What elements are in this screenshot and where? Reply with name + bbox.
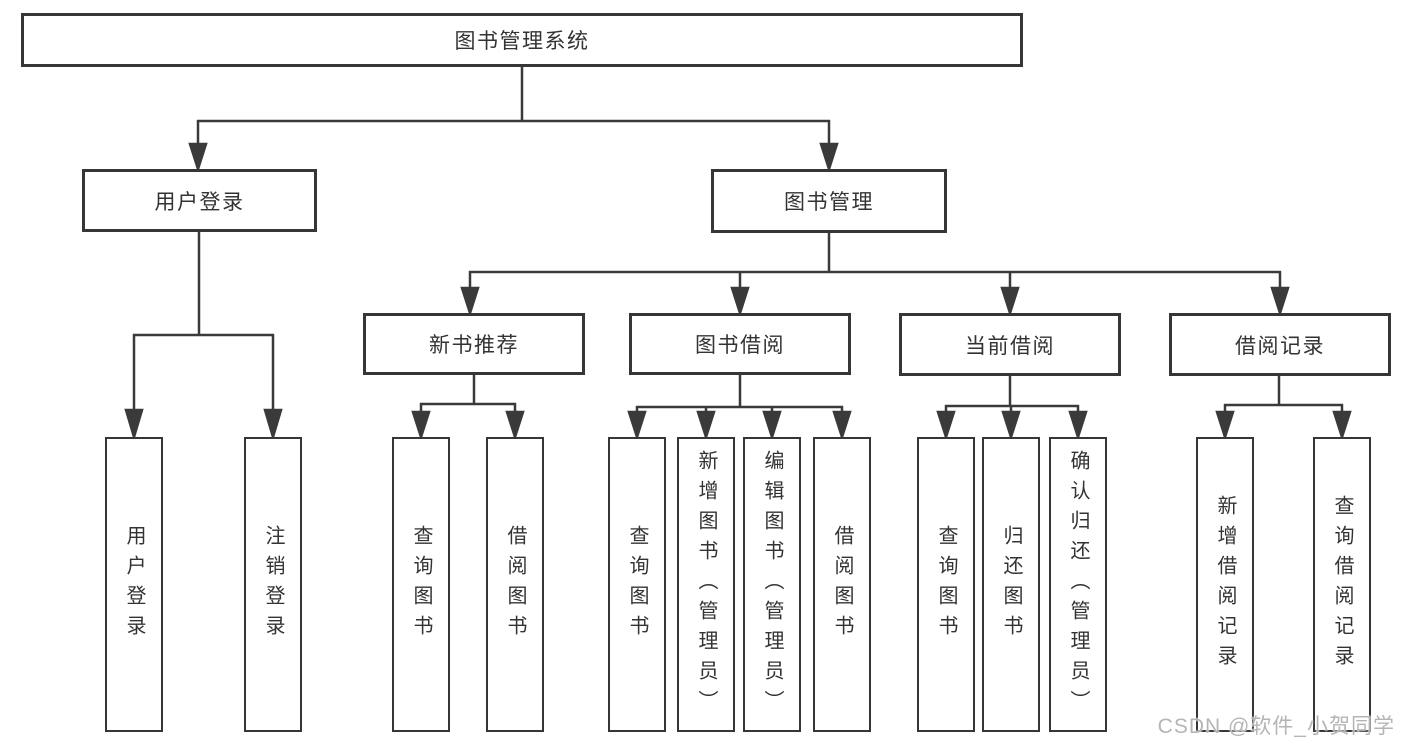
node-leaf-query-borrow-record: 查询借阅记录 [1313, 437, 1371, 732]
node-label: 注销登录 [262, 524, 284, 645]
node-leaf-logout: 注销登录 [244, 437, 302, 732]
node-label: 借阅图书 [831, 524, 853, 645]
node-label: 查询借阅记录 [1331, 494, 1353, 675]
connector-new-book-recommend-to-leaves [411, 375, 525, 442]
arrow-down-icon [1001, 410, 1021, 442]
node-label: 新书推荐 [429, 334, 519, 357]
csdn-watermark: CSDN @软件_小贺同学 [1157, 715, 1395, 738]
node-label: 确认归还（管理员） [1067, 449, 1089, 720]
node-label: 图书管理 [784, 191, 874, 214]
node-leaf-query-books-borrowing: 查询图书 [608, 437, 666, 732]
node-new-book-recommend: 新书推荐 [363, 313, 585, 375]
connector-borrowing-records-to-leaves [1215, 376, 1352, 442]
node-label: 归还图书 [1000, 524, 1022, 645]
node-leaf-user-login: 用户登录 [105, 437, 163, 732]
arrow-down-icon [832, 410, 852, 442]
node-leaf-edit-books-admin: 编辑图书（管理员） [743, 437, 801, 732]
node-leaf-confirm-return-admin: 确认归还（管理员） [1049, 437, 1107, 732]
node-leaf-borrow-books-recommend: 借阅图书 [486, 437, 544, 732]
node-leaf-add-books-admin: 新增图书（管理员） [677, 437, 735, 732]
node-label: 查询图书 [410, 524, 432, 645]
arrow-down-icon [1068, 410, 1088, 442]
node-leaf-return-books: 归还图书 [982, 437, 1040, 732]
node-label: 当前借阅 [965, 334, 1055, 358]
arrow-down-icon [124, 408, 144, 442]
arrow-down-icon [1215, 410, 1235, 442]
node-leaf-borrow-books-borrowing: 借阅图书 [813, 437, 871, 732]
arrow-down-icon [1332, 410, 1352, 442]
arrow-down-icon [1000, 286, 1020, 318]
node-root-system: 图书管理系统 [21, 13, 1023, 67]
arrow-down-icon [762, 410, 782, 442]
arrow-down-icon [1270, 286, 1290, 318]
node-current-borrowing: 当前借阅 [899, 313, 1121, 376]
connector-root-to-level2 [188, 67, 839, 174]
arrow-down-icon [819, 142, 839, 174]
node-label: 用户登录 [154, 190, 245, 214]
node-label: 编辑图书（管理员） [761, 449, 783, 720]
arrow-down-icon [730, 286, 750, 318]
node-label: 图书管理系统 [454, 30, 590, 53]
node-book-management: 图书管理 [711, 169, 947, 233]
connector-user-login-to-leaves [124, 232, 283, 442]
connector-book-management-to-level3 [460, 233, 1290, 318]
connector-book-borrowing-to-leaves [627, 375, 852, 442]
arrow-down-icon [505, 410, 525, 442]
node-label: 查询图书 [935, 524, 957, 645]
arrow-down-icon [936, 410, 956, 442]
node-leaf-add-borrow-record: 新增借阅记录 [1196, 437, 1254, 732]
arrow-down-icon [411, 410, 431, 442]
arrow-down-icon [627, 410, 647, 442]
node-label: 借阅图书 [504, 524, 526, 645]
node-label: 查询图书 [626, 524, 648, 645]
node-label: 新增借阅记录 [1214, 494, 1236, 675]
node-leaf-query-books-current: 查询图书 [917, 437, 975, 732]
node-book-borrowing: 图书借阅 [629, 313, 851, 375]
node-label: 图书借阅 [695, 334, 785, 357]
arrow-down-icon [188, 142, 208, 174]
arrow-down-icon [263, 408, 283, 442]
node-leaf-query-books-recommend: 查询图书 [392, 437, 450, 732]
node-borrowing-records: 借阅记录 [1169, 313, 1391, 376]
node-label: 新增图书（管理员） [695, 449, 717, 720]
connector-current-borrowing-to-leaves [936, 376, 1088, 442]
node-label: 借阅记录 [1235, 334, 1325, 358]
node-user-login: 用户登录 [82, 169, 317, 232]
arrow-down-icon [696, 410, 716, 442]
arrow-down-icon [460, 286, 480, 318]
node-label: 用户登录 [123, 524, 145, 645]
